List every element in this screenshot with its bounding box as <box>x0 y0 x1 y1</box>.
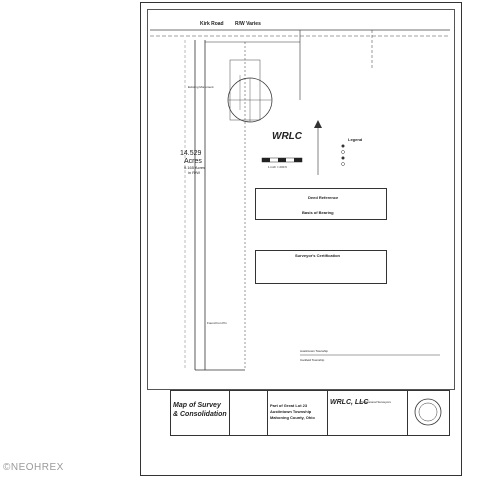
deed-reference-box <box>255 188 387 220</box>
road-name: Kirk Road <box>200 21 224 27</box>
company-sub: Professional Surveyors <box>360 400 391 404</box>
parcel-rw-acres: 0.165 Acres <box>184 165 206 170</box>
map-title-line2: & Consolidation <box>173 411 227 418</box>
austintown-township-label: Austintown Township <box>300 349 328 353</box>
existing-monument-label: Existing Monument <box>188 85 214 89</box>
canfield-township-label: Canfield Township <box>300 358 325 362</box>
lot-line1: Part of Great Lot 23 <box>270 403 308 408</box>
title-block-map-cell <box>171 391 230 435</box>
neohrex-watermark: ©NEOHREX <box>3 462 64 473</box>
legend-title: Legend <box>348 137 363 142</box>
parcel-rw-unit: in R/W <box>188 170 200 175</box>
title-block-lot-cell <box>267 391 328 435</box>
survey-sheet <box>140 2 462 476</box>
parcel-acres: 14.529 <box>180 150 202 157</box>
road-rw: R/W Varies <box>235 21 261 27</box>
lot-line2: Austintown Township <box>270 409 312 414</box>
drawing-frame <box>147 9 455 390</box>
title-block-company-cell <box>327 391 408 435</box>
deed-reference-title: Deed Reference <box>308 195 339 200</box>
surveyor-cert-box <box>255 250 387 284</box>
wrlc-logo: WRLC <box>272 131 302 142</box>
surveyor-cert-title: Surveyor's Certification <box>295 253 340 258</box>
lot-line3: Mahoning County, Ohio <box>270 415 315 420</box>
title-block <box>170 390 450 436</box>
map-title-line1: Map of Survey <box>173 402 221 409</box>
found-iron-label: Found Iron Pin <box>207 321 227 325</box>
parcel-acres-unit: Acres <box>184 158 202 165</box>
surveyor-seal-icon <box>414 398 442 426</box>
scale-label: 1 inch = 200 ft <box>268 165 287 169</box>
title-block-revision-cell <box>229 391 268 435</box>
company-name: WRLC, LLC <box>330 399 369 406</box>
basis-of-bearing-title: Basis of Bearing <box>302 210 334 215</box>
